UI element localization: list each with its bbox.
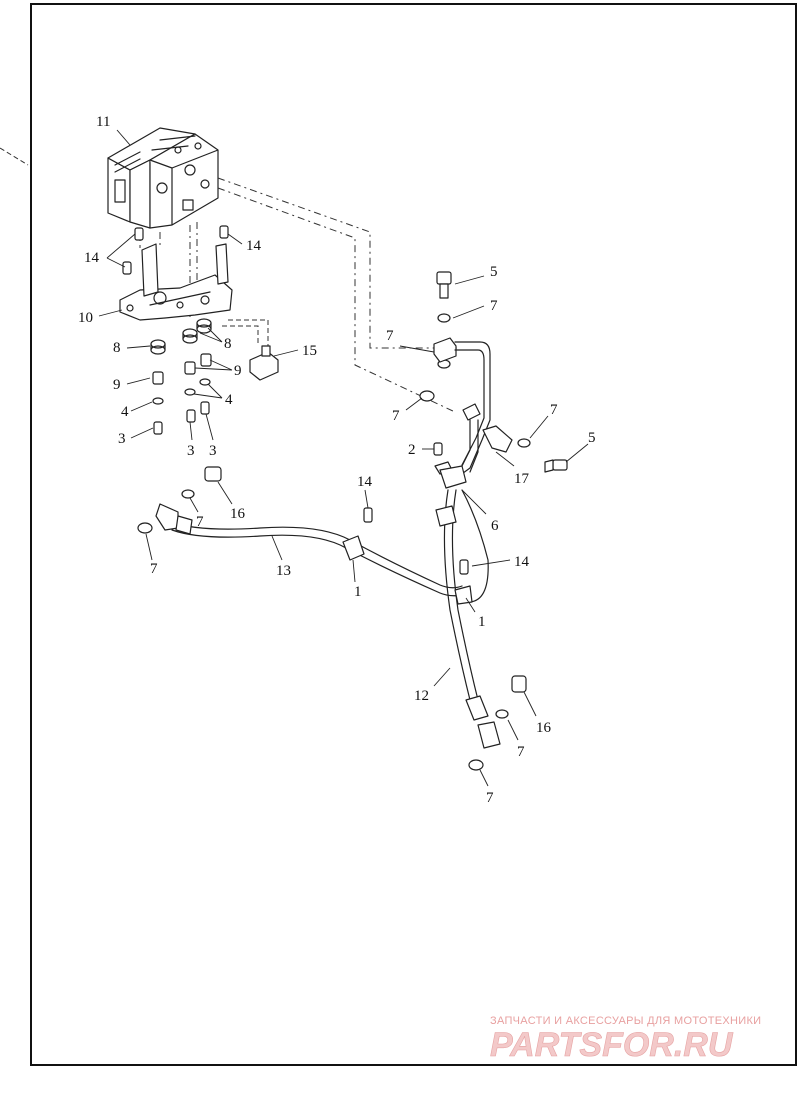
callout-14: 14 xyxy=(514,554,530,570)
washers xyxy=(152,378,211,405)
callout-15: 15 xyxy=(302,343,317,359)
callout-8: 8 xyxy=(224,336,232,352)
callout-5: 5 xyxy=(588,430,596,446)
callout-14: 14 xyxy=(357,474,373,490)
callout-11: 11 xyxy=(96,114,110,130)
sensor-15 xyxy=(222,319,279,381)
banjo-bolt-upper xyxy=(436,271,452,369)
callout-10: 10 xyxy=(78,310,93,326)
callout-1: 1 xyxy=(478,614,486,630)
callout-8: 8 xyxy=(113,340,121,356)
callout-2: 2 xyxy=(408,442,416,458)
callout-6: 6 xyxy=(491,518,499,534)
callout-17: 17 xyxy=(514,471,530,487)
callout-7: 7 xyxy=(196,514,204,530)
callout-3: 3 xyxy=(118,431,126,447)
callout-3: 3 xyxy=(209,443,217,459)
alignment-dash-lines xyxy=(217,177,458,349)
offpage-dashed-line xyxy=(0,147,29,166)
diagram-frame xyxy=(30,3,797,1066)
callout-4: 4 xyxy=(225,392,233,408)
callout-1: 1 xyxy=(354,584,362,600)
brake-tube-assembly xyxy=(433,337,513,489)
callout-7: 7 xyxy=(490,298,498,314)
callout-4: 4 xyxy=(121,404,129,420)
brake-hose-12 xyxy=(435,489,527,771)
bolts xyxy=(153,401,210,435)
callout-14: 14 xyxy=(84,250,100,266)
washers-7 xyxy=(419,390,568,473)
callout-7: 7 xyxy=(486,790,494,806)
brake-hose-13 xyxy=(137,466,467,597)
screws-14-upper xyxy=(122,225,229,275)
callout-16: 16 xyxy=(230,506,246,522)
callout-9: 9 xyxy=(234,363,242,379)
watermark-tagline: ЗАПЧАСТИ И АКСЕССУАРЫ ДЛЯ МОТОТЕХНИКИ xyxy=(490,1015,761,1027)
callout-9: 9 xyxy=(113,377,121,393)
abs-module xyxy=(107,127,219,229)
callout-16: 16 xyxy=(536,720,552,736)
callout-labels: 11 14 14 10 8 8 9 9 4 4 3 3 3 15 5 7 7 7… xyxy=(78,114,596,806)
mounting-bracket xyxy=(119,243,233,321)
bushings xyxy=(152,353,212,385)
callout-13: 13 xyxy=(276,563,291,579)
watermark: ЗАПЧАСТИ И АКСЕССУАРЫ ДЛЯ МОТОТЕХНИКИ PA… xyxy=(490,1015,761,1064)
callout-5: 5 xyxy=(490,264,498,280)
leader-lines xyxy=(98,129,589,787)
callout-7: 7 xyxy=(392,408,400,424)
callout-7: 7 xyxy=(517,744,525,760)
callout-14: 14 xyxy=(246,238,262,254)
callout-12: 12 xyxy=(414,688,429,704)
callout-3: 3 xyxy=(187,443,195,459)
watermark-logo: PARTSFOR.RU xyxy=(490,1026,734,1064)
grommets xyxy=(150,318,212,355)
callout-7: 7 xyxy=(550,402,558,418)
callout-7: 7 xyxy=(150,561,158,577)
callout-7: 7 xyxy=(386,328,394,344)
